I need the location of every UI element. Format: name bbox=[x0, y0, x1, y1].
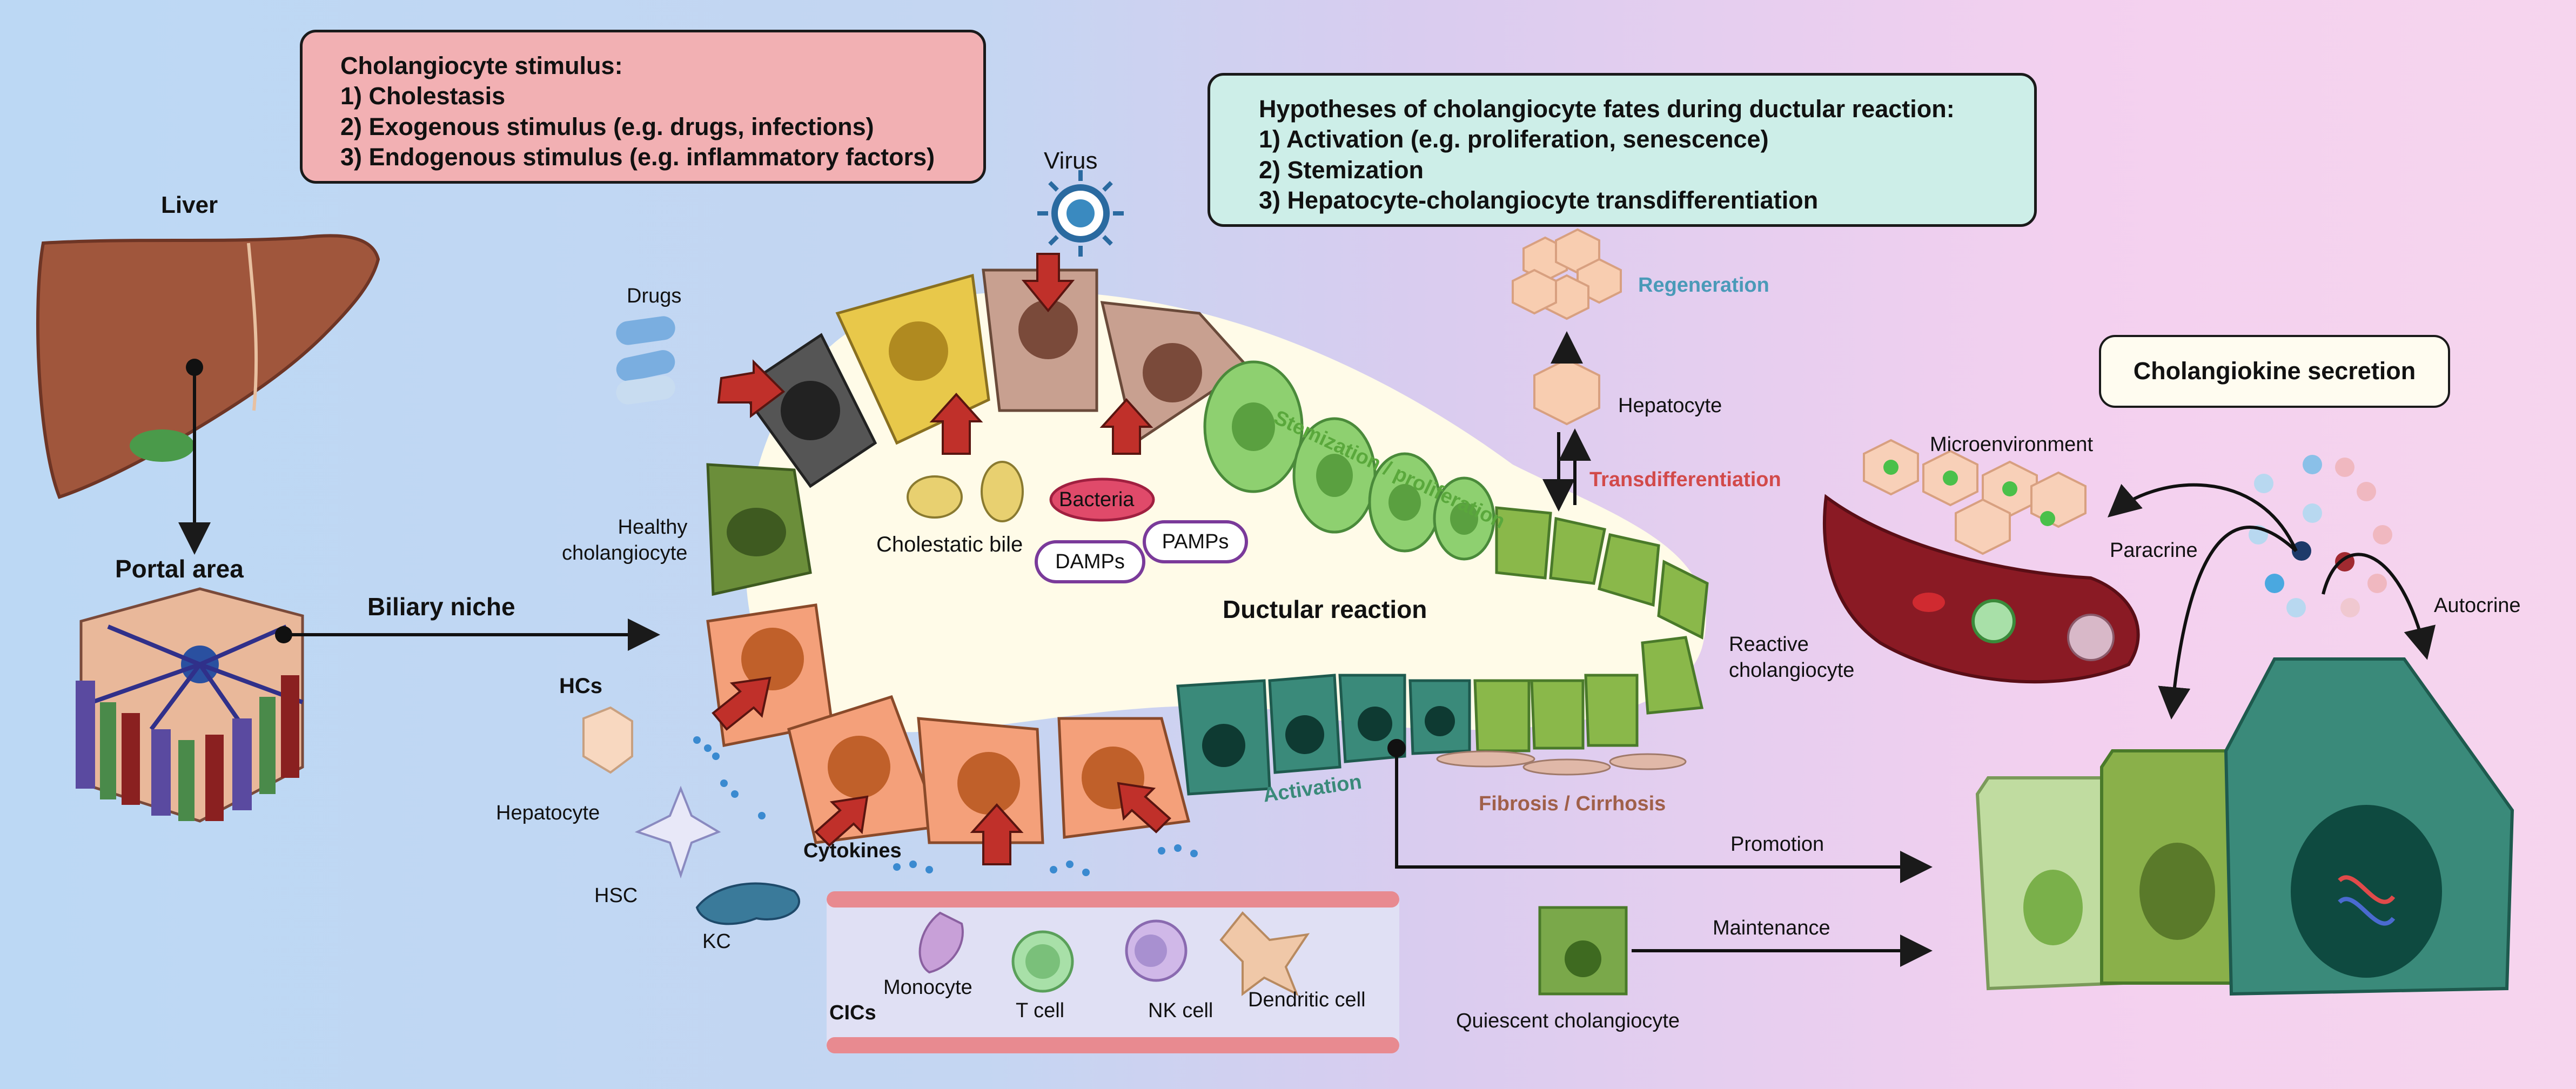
hsc-label: HSC bbox=[594, 884, 638, 907]
hsc-illustration bbox=[634, 785, 721, 879]
cholangiokine-title: Cholangiokine secretion bbox=[2133, 357, 2416, 385]
cholangiokine-box: Cholangiokine secretion bbox=[2099, 335, 2450, 408]
vessel-illustration bbox=[827, 891, 1399, 1053]
liver-label: Liver bbox=[161, 192, 218, 218]
hypotheses-title: Hypotheses of cholangiocyte fates during… bbox=[1259, 95, 1955, 123]
hepatocyte-top-label: Hepatocyte bbox=[1618, 394, 1722, 417]
cholangiocyte-lineup bbox=[1975, 657, 2514, 996]
healthy-cholangiocyte-label: Healthy cholangiocyte bbox=[562, 516, 688, 564]
virus-label: Virus bbox=[1044, 147, 1098, 174]
ductular-reaction-label: Ductular reaction bbox=[1223, 595, 1427, 623]
autocrine-label: Autocrine bbox=[2434, 594, 2521, 617]
secretion-arrows bbox=[2107, 483, 2436, 720]
quiescent-cholangiocyte-illustration bbox=[1538, 906, 1628, 996]
quiescent-label: Quiescent cholangiocyte bbox=[1456, 1010, 1680, 1032]
biliary-niche-label: Biliary niche bbox=[367, 593, 515, 621]
stimulus-item-1: 1) Cholestasis bbox=[340, 82, 506, 110]
hcs-label: HCs bbox=[559, 674, 603, 698]
pamps-pill: PAMPs bbox=[1143, 520, 1248, 563]
cytokines-label: Cytokines bbox=[803, 839, 902, 862]
reactive-cholangiocyte-label: Reactive cholangiocyte bbox=[1729, 633, 1855, 682]
cytokine-dots bbox=[693, 736, 1198, 876]
paracrine-label: Paracrine bbox=[2110, 539, 2198, 562]
stimulus-box: Cholangiocyte stimulus: 1) Cholestasis 2… bbox=[300, 30, 986, 184]
portal-area-illustration bbox=[76, 587, 660, 823]
liver-illustration bbox=[36, 234, 380, 555]
drugs-label: Drugs bbox=[627, 285, 682, 307]
damps-label: DAMPs bbox=[1055, 550, 1125, 573]
portal-area-label: Portal area bbox=[115, 555, 244, 583]
transdiff-arrows bbox=[1542, 331, 1591, 512]
dendritic-cell-label: Dendritic cell bbox=[1248, 989, 1366, 1011]
nk-cell-label: NK cell bbox=[1148, 999, 1213, 1022]
fibrosis-fibroblasts bbox=[1436, 750, 1687, 776]
hypotheses-item-1: 1) Activation (e.g. proliferation, senes… bbox=[1259, 125, 1769, 153]
cholestatic-bile-label: Cholestatic bile bbox=[876, 533, 1023, 556]
monocyte-label: Monocyte bbox=[883, 976, 972, 999]
hepatocyte-left-illustration bbox=[582, 706, 633, 774]
cics-label: CICs bbox=[829, 1001, 876, 1024]
kc-illustration bbox=[695, 882, 800, 925]
drugs-illustration bbox=[616, 316, 675, 405]
microenvironment-illustration bbox=[1822, 439, 2140, 684]
hepatocyte-left-label: Hepatocyte bbox=[496, 802, 600, 824]
virus-illustration bbox=[1037, 170, 1124, 257]
maintenance-label: Maintenance bbox=[1713, 917, 1830, 939]
stimulus-item-2: 2) Exogenous stimulus (e.g. drugs, infec… bbox=[340, 112, 874, 140]
kc-label: KC bbox=[702, 930, 731, 953]
hypotheses-box: Hypotheses of cholangiocyte fates during… bbox=[1208, 73, 2037, 227]
pamps-label: PAMPs bbox=[1162, 530, 1229, 553]
t-cell-label: T cell bbox=[1016, 999, 1065, 1022]
bacteria-label: Bacteria bbox=[1059, 488, 1135, 511]
stimulus-title: Cholangiocyte stimulus: bbox=[340, 52, 623, 79]
hypotheses-item-2: 2) Stemization bbox=[1259, 156, 1424, 184]
fate-arrows bbox=[1387, 739, 1933, 967]
stimulus-arrows bbox=[712, 253, 1171, 865]
cholangiokine-dots bbox=[2249, 455, 2392, 617]
regeneration-hepatocytes bbox=[1512, 228, 1622, 426]
duct-illustration bbox=[706, 268, 1709, 844]
regeneration-label: Regeneration bbox=[1638, 274, 1769, 297]
microenvironment-label: Microenvironment bbox=[1930, 433, 2093, 456]
hypotheses-item-3: 3) Hepatocyte-cholangiocyte transdiffere… bbox=[1259, 186, 1819, 214]
damps-pill: DAMPs bbox=[1035, 540, 1145, 583]
promotion-label: Promotion bbox=[1730, 833, 1824, 856]
fibrosis-label: Fibrosis / Cirrhosis bbox=[1479, 792, 1666, 815]
transdifferentiation-label: Transdifferentiation bbox=[1589, 468, 1781, 491]
stimulus-item-3: 3) Endogenous stimulus (e.g. inflammator… bbox=[340, 143, 935, 171]
